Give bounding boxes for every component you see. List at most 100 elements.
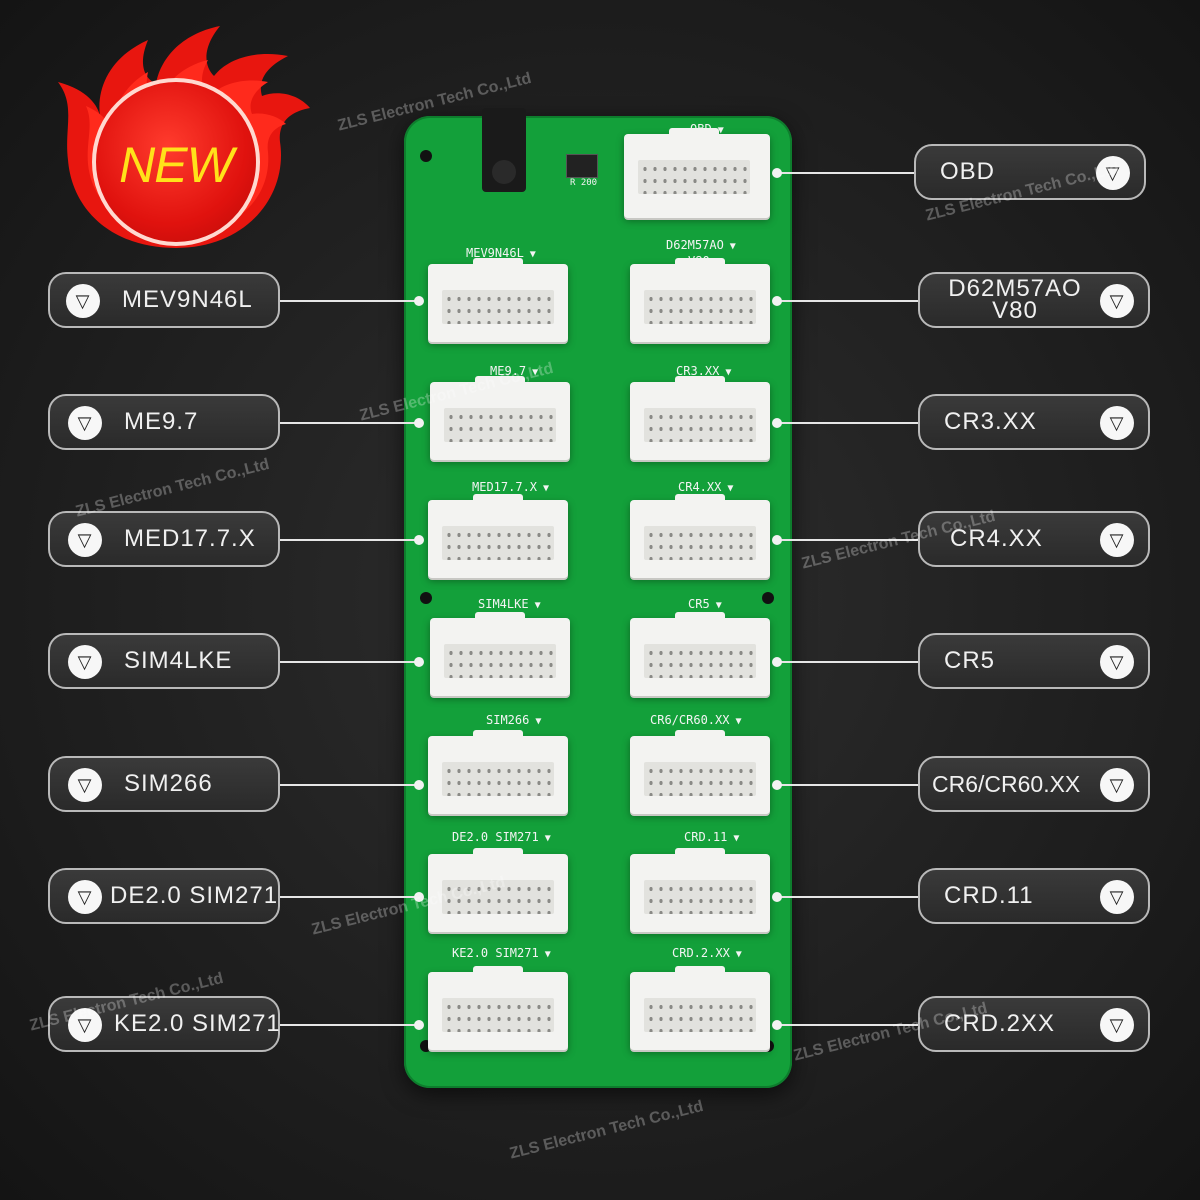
- badge-text: NEW: [119, 137, 234, 193]
- board-label-de20: DE2.0 SIM271▼: [452, 830, 551, 844]
- leader-dot: [772, 296, 782, 306]
- board-label-crd11: CRD.11▼: [684, 830, 740, 844]
- pill-label: SIM266: [124, 770, 213, 797]
- board-label-med177x: MED17.7.X▼: [472, 480, 550, 494]
- connector-mev9n46l: [428, 258, 568, 342]
- board-label-cr3xx: CR3.XX▼: [676, 364, 732, 378]
- pill-label: DE2.0 SIM271: [110, 882, 279, 909]
- pcb-board: [404, 116, 792, 1088]
- power-jack: [482, 108, 526, 192]
- leader-line: [780, 784, 920, 786]
- badge-circle: [92, 78, 260, 246]
- connector-sim4lke: [430, 612, 570, 696]
- pill-label: D62M57AO V80: [940, 275, 1090, 330]
- leader-dot: [772, 168, 782, 178]
- board-label-crd2xx: CRD.2.XX▼: [672, 946, 742, 960]
- mounting-hole: [420, 592, 432, 604]
- board-label-cr5: CR5▼: [688, 597, 722, 611]
- label-pill-crd11: CRD.11 ▽: [918, 868, 1150, 924]
- label-pill-cr5: CR5 ▽: [918, 633, 1150, 689]
- connector-ke20: [428, 966, 568, 1050]
- triangle-down-icon: ▽: [68, 645, 102, 679]
- leader-line: [780, 422, 920, 424]
- triangle-down-icon: ▽: [68, 1008, 102, 1042]
- leader-line: [780, 661, 920, 663]
- board-label-chip: R 200: [570, 178, 598, 188]
- connector-cr5: [630, 612, 770, 696]
- label-pill-obd: OBD ▽: [914, 144, 1146, 200]
- board-label-sim4lke: SIM4LKE▼: [478, 597, 541, 611]
- connector-de20: [428, 848, 568, 932]
- pill-label: CRD.11: [944, 882, 1034, 909]
- pill-label: CR4.XX: [950, 525, 1043, 552]
- leader-dot: [414, 780, 424, 790]
- label-pill-crd2xx: CRD.2XX ▽: [918, 996, 1150, 1052]
- connector-crd2xx: [630, 966, 770, 1050]
- triangle-down-icon: ▽: [68, 768, 102, 802]
- pill-label: CR5: [944, 647, 996, 674]
- leader-dot: [772, 418, 782, 428]
- connector-med177x: [428, 494, 568, 578]
- triangle-down-icon: ▽: [1100, 1008, 1134, 1042]
- connector-cr4xx: [630, 494, 770, 578]
- board-label-d62m57ao: D62M57AO▼: [666, 238, 736, 252]
- board-label-mev9n46l: MEV9N46L▼: [466, 246, 536, 260]
- label-pill-de20: ▽ DE2.0 SIM271: [48, 868, 280, 924]
- pill-label: CR3.XX: [944, 408, 1037, 435]
- label-pill-cr4xx: CR4.XX ▽: [918, 511, 1150, 567]
- label-pill-mev9n46l: ▽ MEV9N46L: [48, 272, 280, 328]
- pill-label: MEV9N46L: [122, 286, 253, 313]
- pill-label: KE2.0 SIM271: [114, 1010, 281, 1037]
- leader-dot: [772, 780, 782, 790]
- leader-line: [780, 172, 916, 174]
- pill-label: MED17.7.X: [124, 525, 256, 552]
- mounting-hole: [420, 150, 432, 162]
- leader-line: [280, 896, 420, 898]
- triangle-down-icon: ▽: [66, 284, 100, 318]
- connector-obd: [624, 128, 770, 218]
- connector-d62m57ao: [630, 258, 770, 342]
- triangle-down-icon: ▽: [1100, 406, 1134, 440]
- connector-crd11: [630, 848, 770, 932]
- leader-dot: [414, 296, 424, 306]
- leader-line: [280, 300, 420, 302]
- leader-dot: [414, 1020, 424, 1030]
- triangle-down-icon: ▽: [1100, 523, 1134, 557]
- triangle-down-icon: ▽: [1100, 645, 1134, 679]
- resistor-chip: [566, 154, 598, 178]
- board-label-sim266: SIM266▼: [486, 713, 542, 727]
- leader-dot: [414, 418, 424, 428]
- pill-label: CRD.2XX: [944, 1010, 1056, 1037]
- triangle-down-icon: ▽: [1100, 880, 1134, 914]
- label-pill-ke20: ▽ KE2.0 SIM271: [48, 996, 280, 1052]
- connector-cr6: [630, 730, 770, 814]
- label-pill-sim266: ▽ SIM266: [48, 756, 280, 812]
- pill-label: CR6/CR60.XX: [932, 771, 1081, 797]
- board-label-me97: ME9.7▼: [490, 364, 539, 378]
- connector-sim266: [428, 730, 568, 814]
- pill-label-line1: D62M57AO: [948, 275, 1082, 302]
- leader-line: [280, 422, 420, 424]
- leader-line: [280, 1024, 420, 1026]
- leader-dot: [414, 535, 424, 545]
- pill-label: OBD: [940, 158, 996, 185]
- connector-me97: [430, 376, 570, 460]
- pill-label: SIM4LKE: [124, 647, 233, 674]
- leader-line: [280, 784, 420, 786]
- label-pill-cr3xx: CR3.XX ▽: [918, 394, 1150, 450]
- triangle-down-icon: ▽: [68, 406, 102, 440]
- leader-dot: [772, 657, 782, 667]
- board-label-cr4xx: CR4.XX▼: [678, 480, 734, 494]
- connector-cr3xx: [630, 376, 770, 460]
- leader-line: [280, 661, 420, 663]
- board-label-ke20: KE2.0 SIM271▼: [452, 946, 551, 960]
- label-pill-d62m57ao: D62M57AO V80 ▽: [918, 272, 1150, 328]
- triangle-down-icon: ▽: [68, 523, 102, 557]
- mounting-hole: [762, 592, 774, 604]
- pill-label: ME9.7: [124, 408, 199, 435]
- triangle-down-icon: ▽: [68, 880, 102, 914]
- label-pill-med177x: ▽ MED17.7.X: [48, 511, 280, 567]
- leader-line: [780, 1024, 920, 1026]
- leader-dot: [414, 892, 424, 902]
